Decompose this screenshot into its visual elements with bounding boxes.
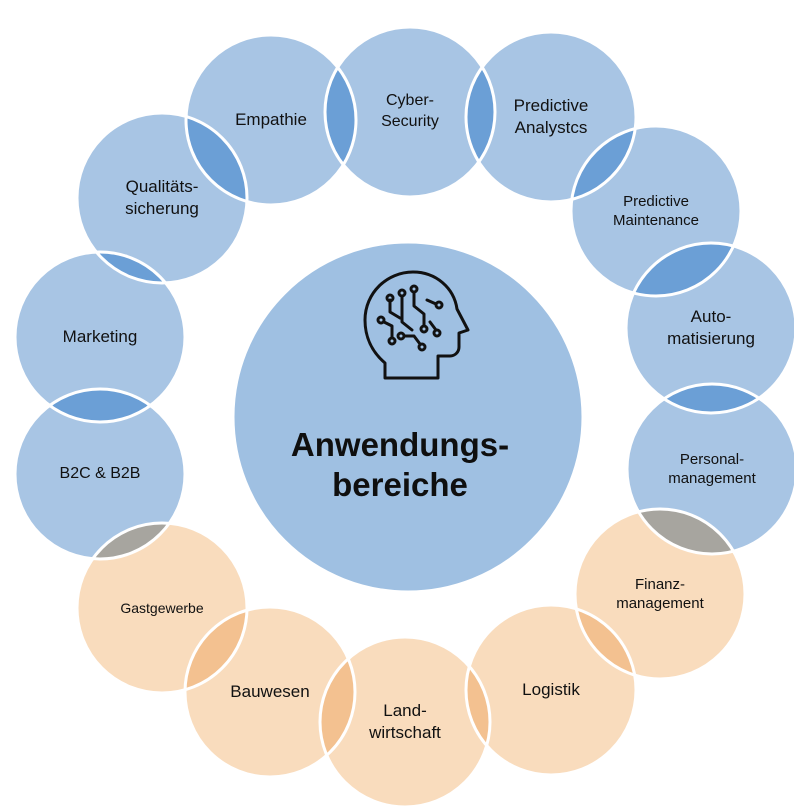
outline-gastgewerbe bbox=[75, 521, 249, 695]
overlap-bauwesen-gastgewerbe bbox=[185, 607, 247, 693]
outline-predictive-analytics bbox=[464, 30, 638, 204]
outline-finanzmanagement bbox=[573, 507, 747, 681]
center-circle bbox=[231, 240, 585, 594]
outline-qualitaetssicherung bbox=[75, 111, 249, 285]
outline-b2c-b2b bbox=[13, 387, 187, 561]
center-title-line-2: bereiche bbox=[332, 466, 468, 504]
ring-outlines bbox=[13, 25, 794, 809]
center-title: Anwendungs- bereiche bbox=[210, 425, 590, 506]
ai-head-icon bbox=[363, 270, 470, 380]
outline-logistik bbox=[464, 603, 638, 777]
overlap-predictive-analytics-predictive-maintenance bbox=[571, 126, 636, 202]
outline-empathie bbox=[184, 33, 358, 207]
outline-marketing bbox=[13, 250, 187, 424]
center-hub bbox=[231, 240, 585, 594]
overlap-personalmanagement-finanzmanagement bbox=[627, 509, 745, 554]
center-title-line-1: Anwendungs- bbox=[290, 426, 510, 463]
overlap-predictive-maintenance-automatisierung bbox=[626, 243, 741, 296]
circle-marketing bbox=[15, 252, 185, 422]
outline-landwirtschaft bbox=[318, 635, 492, 809]
overlap-qualitaetssicherung-empathie bbox=[186, 113, 247, 205]
outline-predictive-maintenance bbox=[569, 124, 743, 298]
circle-landwirtschaft bbox=[320, 637, 490, 807]
outline-bauwesen bbox=[183, 605, 357, 779]
outline-cyber-security bbox=[323, 25, 497, 199]
circle-cyber-security bbox=[325, 27, 495, 197]
outline-automatisierung bbox=[624, 241, 794, 415]
circle-b2c-b2b bbox=[15, 389, 185, 559]
outline-personalmanagement bbox=[625, 382, 794, 556]
